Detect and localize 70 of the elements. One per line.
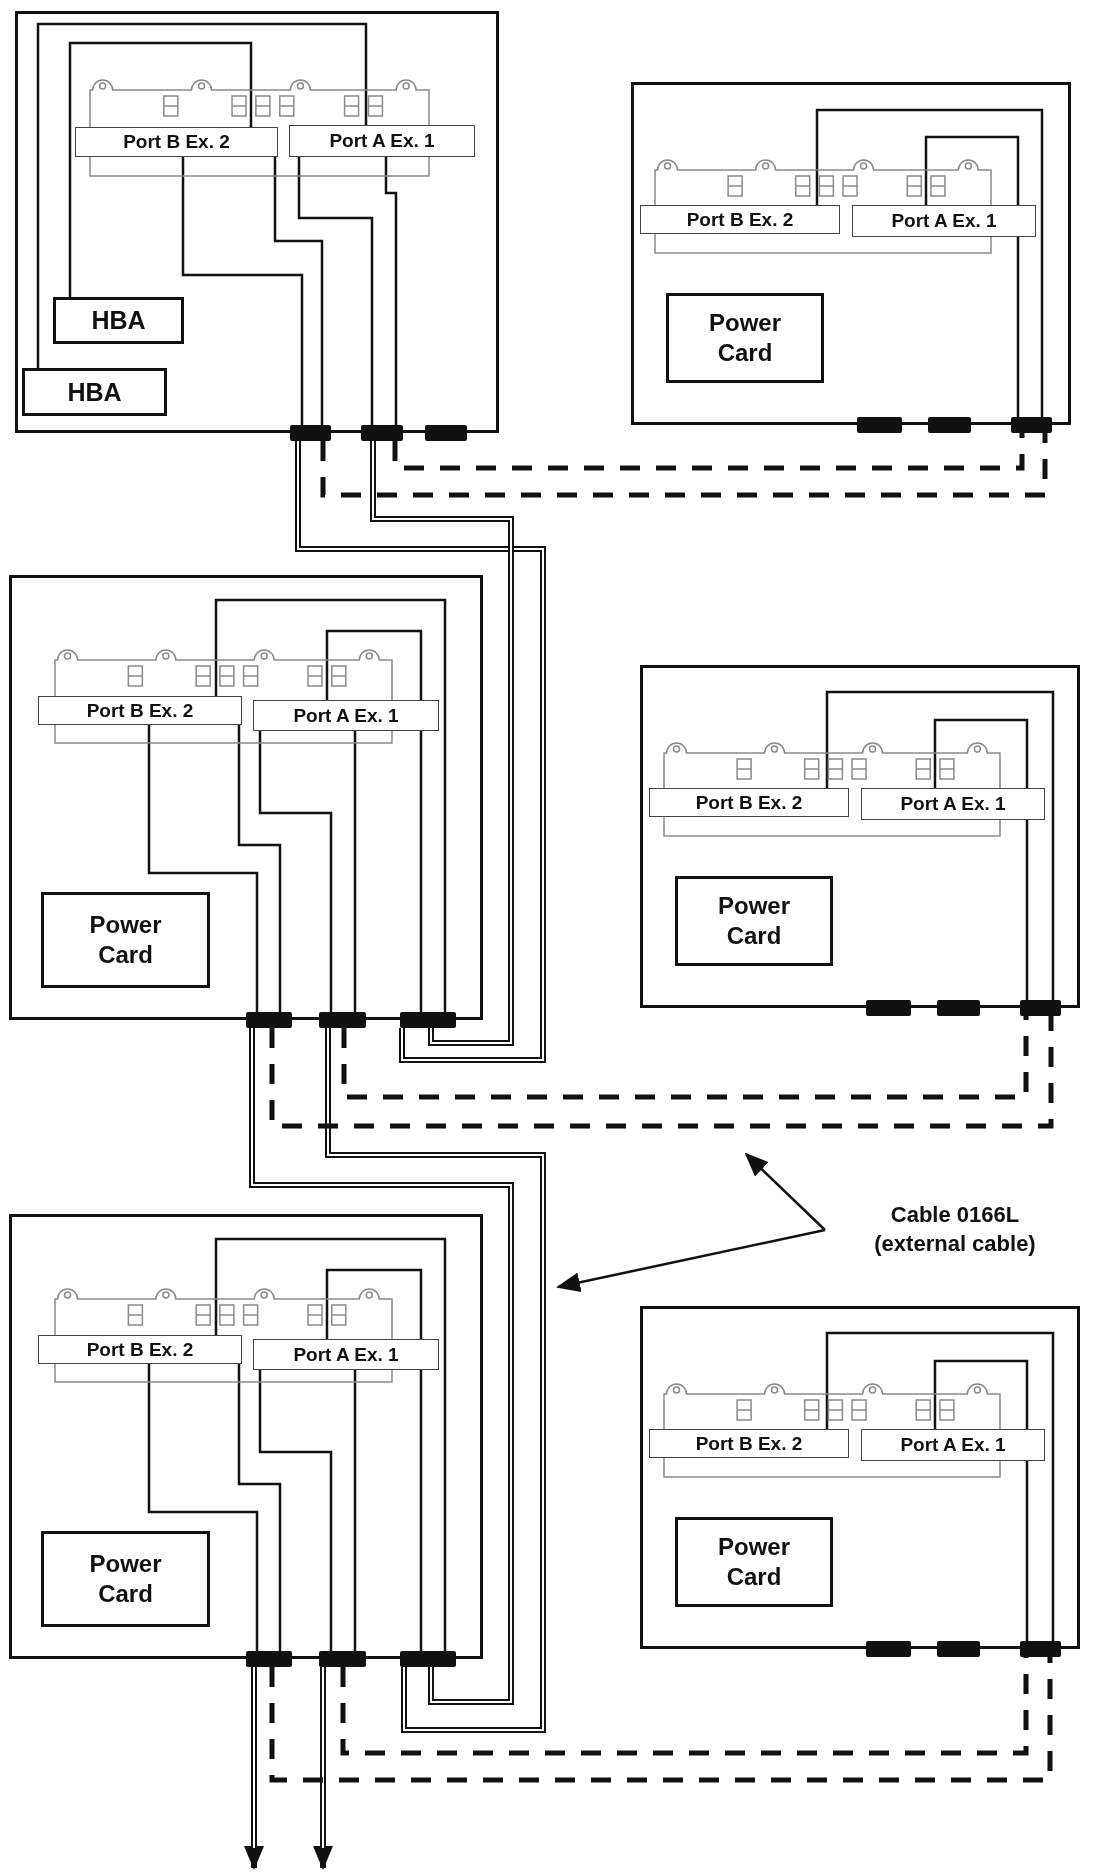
connector-line <box>353 1370 357 1651</box>
connector-block <box>857 417 902 433</box>
connector-line <box>147 725 259 1012</box>
connector-block <box>246 1012 292 1028</box>
callout-text: Cable 0166L (external cable) <box>825 1196 1085 1264</box>
connector-block <box>866 1641 911 1657</box>
connector-block <box>937 1641 980 1657</box>
connector-line <box>825 690 1055 1000</box>
dashed-cable <box>320 433 1048 498</box>
port-label: Port A Ex. 1 <box>253 1339 439 1370</box>
connector-line <box>273 157 324 425</box>
connector-line <box>237 1364 282 1651</box>
connector-line <box>214 1237 447 1651</box>
connector-line <box>325 629 423 1012</box>
port-label: Port A Ex. 1 <box>253 700 439 731</box>
connector-block <box>1020 1000 1061 1016</box>
connector-line <box>297 157 374 425</box>
connector-line <box>181 157 304 425</box>
connector-line <box>214 598 447 1012</box>
connector-line <box>68 41 253 297</box>
power-card-box: Power Card <box>675 876 833 966</box>
port-label: Port B Ex. 2 <box>38 1335 242 1364</box>
dashed-cable <box>269 1016 1054 1129</box>
power-card-box: Power Card <box>41 1531 210 1627</box>
dashed-cable <box>341 1016 1029 1100</box>
connector-line <box>147 1364 259 1651</box>
connector-block <box>400 1651 456 1667</box>
connector-block <box>866 1000 911 1016</box>
port-label: Port B Ex. 2 <box>649 1429 849 1458</box>
port-label: Port A Ex. 1 <box>861 788 1045 820</box>
connector-block <box>425 425 467 441</box>
dashed-cable <box>340 1657 1029 1756</box>
connector-line <box>825 1331 1055 1641</box>
connector-block <box>1011 417 1052 433</box>
arrow <box>744 1152 826 1231</box>
adapter-card-box: HBA <box>53 297 184 344</box>
connector-block <box>319 1651 366 1667</box>
arrow <box>556 1228 826 1293</box>
power-card-box: Power Card <box>666 293 824 383</box>
connector-block <box>319 1012 366 1028</box>
connector-block <box>400 1012 456 1028</box>
connector-line <box>237 725 282 1012</box>
adapter-card-box: HBA <box>22 368 167 416</box>
connector-block <box>246 1651 292 1667</box>
dashed-cable <box>392 433 1025 471</box>
dashed-cable <box>269 1657 1053 1783</box>
connector-line <box>815 108 1044 417</box>
connector-block <box>1020 1641 1061 1657</box>
port-label: Port A Ex. 1 <box>861 1429 1045 1461</box>
connector-line <box>933 718 1029 1000</box>
port-label: Port B Ex. 2 <box>649 788 849 817</box>
power-card-box: Power Card <box>675 1517 833 1607</box>
power-card-box: Power Card <box>41 892 210 988</box>
connector-line <box>384 157 398 425</box>
port-label: Port A Ex. 1 <box>852 205 1036 237</box>
connector-block <box>361 425 403 441</box>
port-label: Port B Ex. 2 <box>38 696 242 725</box>
port-label: Port B Ex. 2 <box>640 205 840 234</box>
connector-line <box>258 731 333 1012</box>
connector-block <box>290 425 331 441</box>
connector-line <box>933 1359 1029 1641</box>
connector-block <box>928 417 971 433</box>
connector-line <box>258 1370 333 1651</box>
port-label: Port B Ex. 2 <box>75 127 278 157</box>
connector-line <box>924 135 1020 417</box>
connector-line <box>325 1268 423 1651</box>
connector-line <box>36 22 368 368</box>
connector-line <box>353 731 357 1012</box>
connector-block <box>937 1000 980 1016</box>
port-label: Port A Ex. 1 <box>289 125 475 157</box>
